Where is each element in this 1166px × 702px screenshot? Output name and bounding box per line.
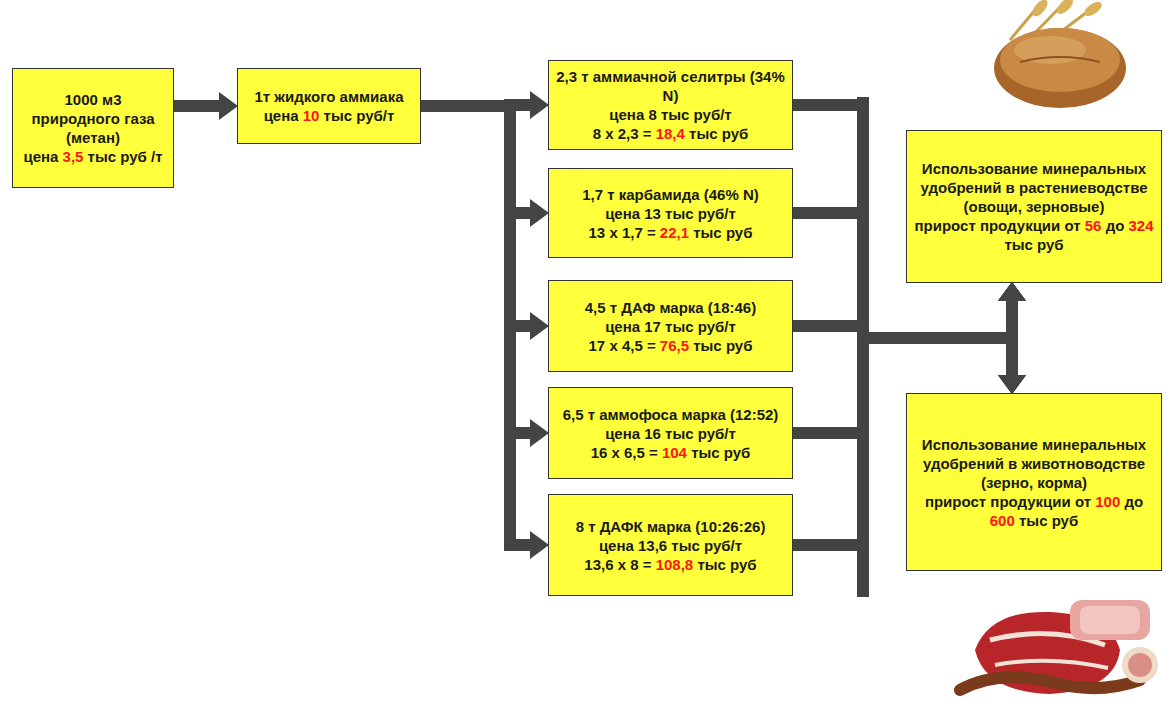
text-part: 8 х 2,3 = bbox=[593, 125, 656, 142]
highlight-number: 22,1 bbox=[660, 224, 689, 241]
box-text: 8 х 2,3 = 18,4 тыс руб bbox=[593, 124, 749, 143]
highlight-number: 56 bbox=[1085, 217, 1102, 234]
process-box: 1,7 т карбамида (46% N) цена 13 тыс руб/т… bbox=[548, 168, 793, 258]
box-text: 8 т ДАФК марка (10:26:26) bbox=[576, 517, 766, 536]
text-part: цена bbox=[264, 107, 303, 124]
text-part: прирост продукции от bbox=[914, 217, 1084, 234]
text-part: 2,3 т аммиачной селитры (34% N) bbox=[556, 68, 785, 104]
text-part: 13 х 1,7 = bbox=[589, 224, 660, 241]
bread-illustration bbox=[994, 0, 1126, 108]
process-box: Использование минеральных удобрений в жи… bbox=[906, 393, 1162, 571]
highlight-number: 104 bbox=[662, 444, 687, 461]
text-part: 17 х 4,5 = bbox=[589, 337, 660, 354]
text-part: 1000 м3 природного газа (метан) bbox=[31, 91, 154, 146]
box-text: цена 10 тыс руб/т bbox=[264, 106, 395, 125]
text-part: цена 8 тыс руб/т bbox=[609, 106, 731, 123]
box-text: Использование минеральных удобрений в жи… bbox=[913, 435, 1155, 492]
highlight-number: 3,5 bbox=[63, 148, 84, 165]
text-part: 1,7 т карбамида (46% N) bbox=[582, 186, 759, 203]
text-part: тыс руб bbox=[689, 224, 752, 241]
process-box: 1т жидкого аммиакацена 10 тыс руб/т bbox=[237, 68, 421, 144]
text-part: цена 16 тыс руб/т bbox=[605, 425, 736, 442]
text-part: тыс руб bbox=[693, 556, 756, 573]
highlight-number: 18,4 bbox=[656, 125, 685, 142]
process-box: 1000 м3 природного газа (метан)цена 3,5 … bbox=[12, 68, 174, 188]
text-part: до bbox=[1101, 217, 1128, 234]
text-part: тыс руб bbox=[1004, 236, 1063, 253]
box-text: 2,3 т аммиачной селитры (34% N) bbox=[555, 67, 786, 105]
process-box: 6,5 т аммофоса марка (12:52) цена 16 тыс … bbox=[548, 387, 793, 479]
text-part: тыс руб bbox=[1015, 512, 1078, 529]
highlight-number: 100 bbox=[1095, 493, 1120, 510]
box-text: прирост продукции от 56 до 324 тыс руб bbox=[913, 216, 1155, 254]
box-text: цена 3,5 тыс руб /т bbox=[23, 147, 162, 166]
box-text: цена 17 тыс руб/т bbox=[605, 317, 736, 336]
highlight-number: 108,8 bbox=[656, 556, 694, 573]
text-part: 8 т ДАФК марка (10:26:26) bbox=[576, 518, 766, 535]
box-text: 16 х 6,5 = 104 тыс руб bbox=[591, 443, 751, 462]
box-text: 6,5 т аммофоса марка (12:52) bbox=[563, 405, 779, 424]
box-text: 4,5 т ДАФ марка (18:46) bbox=[585, 298, 756, 317]
process-box: 4,5 т ДАФ марка (18:46) цена 17 тыс руб/т… bbox=[548, 280, 793, 372]
text-part: 4,5 т ДАФ марка (18:46) bbox=[585, 299, 756, 316]
process-box: 2,3 т аммиачной селитры (34% N) цена 8 ты… bbox=[548, 60, 793, 150]
highlight-number: 10 bbox=[303, 107, 320, 124]
box-text: цена 13 тыс руб/т bbox=[605, 204, 736, 223]
box-text: 1,7 т карбамида (46% N) bbox=[582, 185, 759, 204]
process-box: Использование минеральных удобрений в ра… bbox=[906, 130, 1162, 283]
meat-illustration bbox=[960, 600, 1158, 694]
text-part: до bbox=[1120, 493, 1143, 510]
text-part: цена 13,6 тыс руб/т bbox=[599, 537, 742, 554]
box-text: цена 13,6 тыс руб/т bbox=[599, 536, 742, 555]
box-text: 1т жидкого аммиака bbox=[254, 87, 403, 106]
text-part: тыс руб/т bbox=[319, 107, 394, 124]
highlight-number: 324 bbox=[1129, 217, 1154, 234]
flow-arrow bbox=[421, 106, 530, 545]
text-part: цена bbox=[23, 148, 62, 165]
text-part: 1т жидкого аммиака bbox=[254, 88, 403, 105]
text-part: тыс руб /т bbox=[83, 148, 162, 165]
text-part: 6,5 т аммофоса марка (12:52) bbox=[563, 406, 779, 423]
text-part: тыс руб bbox=[689, 337, 752, 354]
box-text: 1000 м3 природного газа (метан) bbox=[19, 90, 167, 147]
highlight-number: 76,5 bbox=[660, 337, 689, 354]
box-text: 13,6 х 8 = 108,8 тыс руб bbox=[584, 555, 756, 574]
box-text: цена 8 тыс руб/т bbox=[609, 105, 731, 124]
text-part: тыс руб bbox=[685, 125, 748, 142]
text-part: Использование минеральных удобрений в ра… bbox=[920, 160, 1147, 215]
process-box: 8 т ДАФК марка (10:26:26) цена 13,6 тыс р… bbox=[548, 494, 793, 596]
text-part: цена 17 тыс руб/т bbox=[605, 318, 736, 335]
box-text: 13 х 1,7 = 22,1 тыс руб bbox=[589, 223, 753, 242]
text-part: тыс руб bbox=[687, 444, 750, 461]
box-text: цена 16 тыс руб/т bbox=[605, 424, 736, 443]
box-text: Использование минеральных удобрений в ра… bbox=[913, 159, 1155, 216]
box-text: прирост продукции от 100 до 600 тыс руб bbox=[913, 492, 1155, 530]
highlight-number: 600 bbox=[990, 512, 1015, 529]
text-part: Использование минеральных удобрений в жи… bbox=[922, 436, 1146, 491]
text-part: цена 13 тыс руб/т bbox=[605, 205, 736, 222]
text-part: 13,6 х 8 = bbox=[584, 556, 655, 573]
box-text: 17 х 4,5 = 76,5 тыс руб bbox=[589, 336, 753, 355]
text-part: 16 х 6,5 = bbox=[591, 444, 662, 461]
flow-arrow bbox=[174, 100, 219, 112]
text-part: прирост продукции от bbox=[925, 493, 1095, 510]
